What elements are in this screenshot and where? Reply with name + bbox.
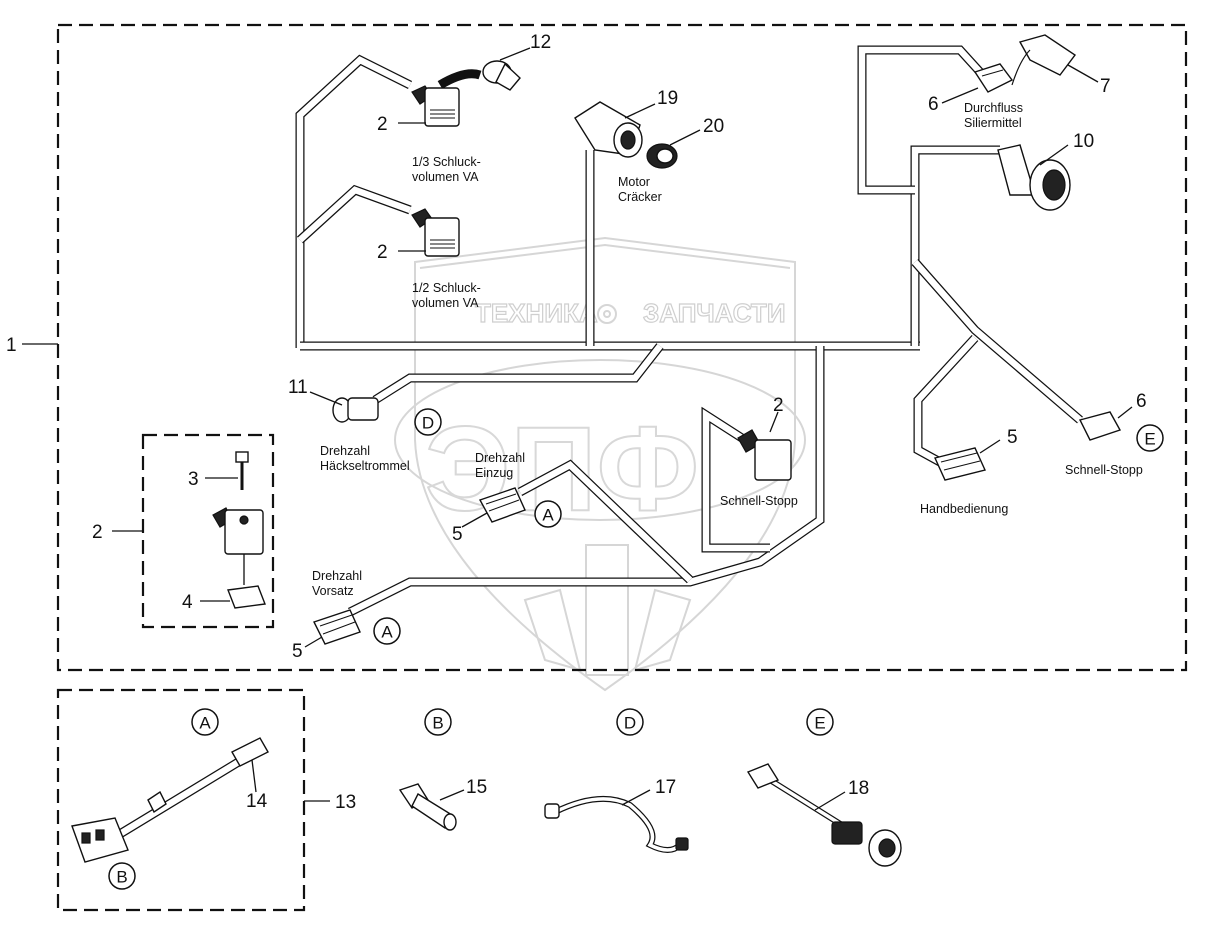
circled-letters: A A D E A B B D E xyxy=(108,408,1164,890)
label-vorsatz-line1: Drehzahl xyxy=(312,569,362,583)
leader-lines xyxy=(22,47,1133,811)
label-haeckseltrommel-line1: Drehzahl xyxy=(320,444,370,458)
sensor-11 xyxy=(332,397,379,423)
callout-4: 4 xyxy=(182,592,193,613)
callout-2-schluck12: 2 xyxy=(377,242,388,263)
motor-connector-19 xyxy=(574,101,643,158)
callout-19: 19 xyxy=(657,88,678,109)
motor-connector-20 xyxy=(646,143,678,169)
marker-d-main: D xyxy=(422,414,434,433)
label-handbedienung: Handbedienung xyxy=(920,502,1008,516)
callout-5-hand: 5 xyxy=(1007,427,1018,448)
label-einzug-line1: Drehzahl xyxy=(475,451,525,465)
marker-b-box: B xyxy=(116,868,127,887)
text-labels: 1/3 Schluck- volumen VA 1/2 Schluck- vol… xyxy=(312,101,1143,598)
watermark-text-left: ТЕХНИКА xyxy=(475,298,598,328)
callout-12: 12 xyxy=(530,32,551,53)
label-motor-line2: Cräcker xyxy=(618,190,662,204)
callout-13: 13 xyxy=(335,792,356,813)
bolt-3 xyxy=(235,451,249,490)
harness-wires xyxy=(295,45,1083,617)
callout-14: 14 xyxy=(246,791,268,812)
callout-11: 11 xyxy=(288,377,308,398)
marker-d-head: D xyxy=(624,714,636,733)
callout-20: 20 xyxy=(703,116,724,137)
marker-a-box: A xyxy=(199,714,211,733)
seal-4 xyxy=(227,585,266,609)
callout-15: 15 xyxy=(466,777,487,798)
valve-connector-schnell xyxy=(737,429,792,481)
callout-6-schnell: 6 xyxy=(1136,391,1147,412)
callout-5-einzug: 5 xyxy=(452,524,463,545)
label-durchfluss-line1: Durchfluss xyxy=(964,101,1023,115)
marker-a-vorsatz: A xyxy=(381,623,393,642)
callout-6-durchfluss: 6 xyxy=(928,94,939,115)
marker-e-main: E xyxy=(1144,430,1155,449)
callout-18: 18 xyxy=(848,778,869,799)
callout-2-schnell: 2 xyxy=(773,395,784,416)
callout-7: 7 xyxy=(1100,76,1111,97)
connector-5-hand xyxy=(934,447,986,481)
valve-connector-12 xyxy=(411,208,460,257)
label-einzug-line2: Einzug xyxy=(475,466,513,480)
callout-17: 17 xyxy=(655,777,676,798)
adapter-kit-frame xyxy=(56,688,306,912)
adapter-cable-14 xyxy=(71,737,269,863)
callout-1: 1 xyxy=(6,335,17,356)
plug-12 xyxy=(482,60,521,91)
label-haeckseltrommel-line2: Häckseltrommel xyxy=(320,459,410,473)
label-schluck13-line1: 1/3 Schluck- xyxy=(412,155,481,169)
label-schnellstopp-right: Schnell-Stopp xyxy=(1065,463,1143,477)
cable-17 xyxy=(544,795,689,853)
valve-connector-kit xyxy=(212,507,264,585)
marker-a-einzug: A xyxy=(542,506,554,525)
callout-2-kit: 2 xyxy=(92,522,103,543)
callout-2-schluck13: 2 xyxy=(377,114,388,135)
connector-5-einzug xyxy=(478,487,526,523)
valve-connector-13 xyxy=(411,85,460,127)
cable-18 xyxy=(746,763,902,867)
watermark-gear-icon xyxy=(597,304,617,324)
watermark-text-right: ЗАПЧАСТИ xyxy=(643,298,786,328)
marker-e-head: E xyxy=(814,714,825,733)
callout-numbers: 1 2 2 2 2 3 4 5 5 5 6 6 7 10 11 12 13 14… xyxy=(6,32,1147,813)
label-durchfluss-line2: Siliermittel xyxy=(964,116,1022,130)
label-schluck12-line1: 1/2 Schluck- xyxy=(412,281,481,295)
connector-6-durchfluss xyxy=(973,63,1014,93)
label-schluck13-line2: volumen VA xyxy=(412,170,479,184)
connector-6-schnell xyxy=(1078,411,1122,441)
connector-7 xyxy=(1011,34,1077,86)
label-vorsatz-line2: Vorsatz xyxy=(312,584,354,598)
adapter-bolt-15 xyxy=(398,783,457,831)
callout-5-vorsatz: 5 xyxy=(292,641,303,662)
label-schluck12-line2: volumen VA xyxy=(412,296,479,310)
round-connector-10 xyxy=(997,144,1071,211)
marker-b-head: B xyxy=(432,714,443,733)
callout-10: 10 xyxy=(1073,131,1094,152)
callout-3: 3 xyxy=(188,469,199,490)
harness-main-frame xyxy=(56,23,1188,672)
label-schnellstopp-mid: Schnell-Stopp xyxy=(720,494,798,508)
label-motor-line1: Motor xyxy=(618,175,650,189)
